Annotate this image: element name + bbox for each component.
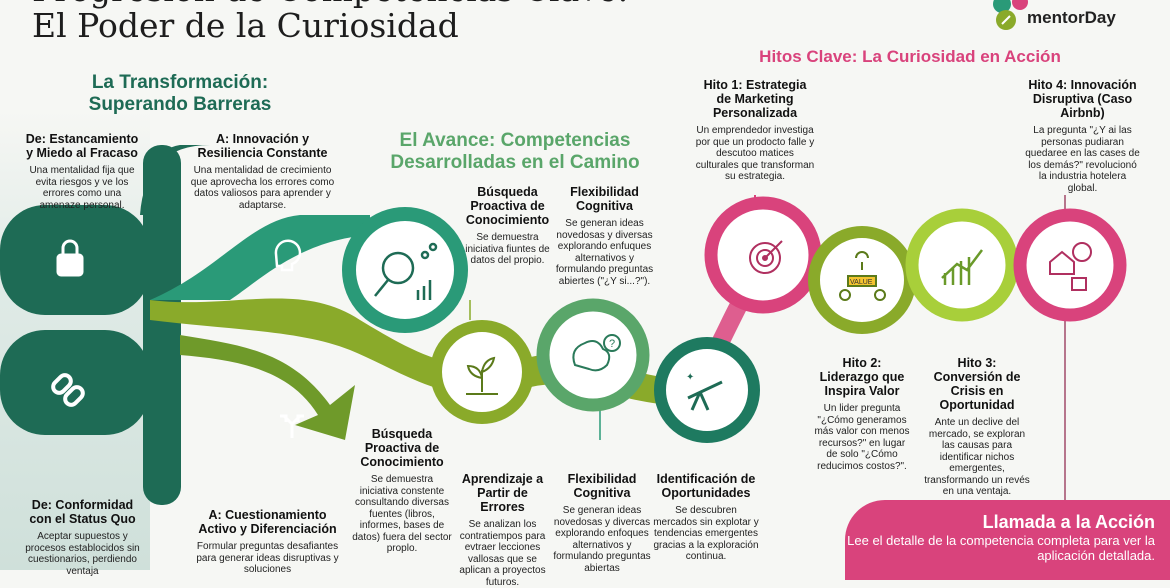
ring-knowledge [342, 207, 468, 333]
milestone-1: Hito 1: Estrategia de Marketing Personal… [695, 78, 815, 183]
to-questioning: A: Cuestionamiento Activo y Diferenciaci… [195, 508, 340, 576]
item-title: A: Innovación y Resiliencia Constante [197, 132, 328, 160]
brain-head-icon [274, 239, 302, 272]
advance-bottom-knowledge: Búsqueda Proactiva de Conocimiento Se de… [352, 427, 452, 555]
item-text: Un emprendedor investiga por que un prod… [695, 125, 815, 182]
logo-text: mentorDay [1027, 8, 1116, 27]
from-conformity: De: Conformidad con el Status Quo Acepta… [25, 498, 140, 577]
value-team-icon: VALUE [839, 251, 886, 301]
from-stagnation: De: Estancamiento y Miedo al Fracaso Una… [22, 132, 142, 211]
item-title: De: Conformidad con el Status Quo [29, 498, 136, 526]
cta-text: Lee el detalle de la competencia complet… [847, 533, 1155, 563]
item-title: Flexibilidad Cognitiva [567, 472, 637, 500]
item-title: Hito 1: Estrategia de Marketing Personal… [703, 78, 807, 120]
advance-heading: El Avance: Competencias Desarrolladas en… [390, 130, 640, 173]
brain-gears-icon: ? [572, 334, 621, 372]
ring-flexibility [536, 298, 650, 412]
item-text: Aceptar supuestos y procesos establocido… [25, 531, 140, 577]
item-title: A: Cuestionamiento Activo y Diferenciaci… [198, 508, 337, 536]
item-text: Se demuestra iniciativa fiuntes de datos… [465, 232, 550, 266]
title-line-2: El Poder de la Curiosidad [32, 6, 459, 45]
item-text: Se descubren mercados sin explotar y ten… [653, 505, 759, 562]
item-title: Aprendizaje a Partir de Errores [461, 472, 544, 514]
growth-chart-icon [941, 249, 983, 285]
sprout-icon [466, 356, 498, 395]
lock-icon [56, 239, 84, 277]
barrier-wall [143, 145, 181, 505]
item-text: Formular preguntas desafiantes para gene… [196, 541, 339, 575]
item-title: Flexibilidad Cognitiva [570, 185, 639, 213]
barrier-bar-bottom [0, 330, 150, 435]
advance-bottom-opportunities: Identificación de Oportunidades Se descu… [652, 472, 760, 563]
split-arrows-icon [280, 414, 304, 438]
item-text: Se generan ideas novedosas y diversas ex… [555, 218, 654, 287]
milestone-2: Hito 2: Liderazgo que Inspira Valor Un l… [812, 356, 912, 472]
chain-link-icon [51, 373, 85, 407]
advance-bottom-flexibility: Flexibilidad Cognitiva Se generan ideas … [552, 472, 652, 574]
flow-arrow-top [150, 215, 370, 300]
item-text: La pregunta "¿Y ai las personas pudiaran… [1025, 125, 1140, 194]
item-title: Hito 4: Innovación Disruptiva (Caso Airb… [1028, 78, 1137, 120]
item-title: Identificación de Oportunidades [656, 472, 756, 500]
item-text: Ante un declive del mercado, se exploran… [924, 417, 1030, 497]
item-title: Hito 3: Conversión de Crisis en Oportuni… [933, 356, 1021, 412]
advance-top-flexibility: Flexibilidad Cognitiva Se generan ideas … [552, 185, 657, 287]
svg-text:VALUE: VALUE [850, 279, 873, 286]
item-text: Se analizan los contratiempos para evtra… [459, 519, 546, 588]
telescope-icon: ✦ [686, 372, 723, 411]
milestones-heading: Hitos Clave: La Curiosidad en Acción [759, 47, 1061, 66]
item-title: De: Estancamiento y Miedo al Fracaso [25, 132, 139, 160]
advance-top-knowledge: Búsqueda Proactiva de Conocimiento Se de… [465, 185, 550, 267]
house-globe-icon [1049, 242, 1092, 291]
item-text: Una mentalidad fija que evita riesgos y … [29, 165, 135, 211]
ring-hito1 [704, 196, 822, 314]
item-text: Una mentalidad de crecimiento que aprove… [190, 165, 335, 211]
item-title: Búsqueda Proactiva de Conocimiento [465, 185, 550, 227]
cta-title: Llamada a la Acción [982, 512, 1155, 532]
transformation-heading: La Transformación: Superando Barreras [88, 72, 272, 115]
item-title: Búsqueda Proactiva de Conocimiento [360, 427, 444, 469]
milestone-4: Hito 4: Innovación Disruptiva (Caso Airb… [1025, 78, 1140, 194]
page-title: Progresión de Competencias Clave: El Pod… [32, 0, 629, 44]
title-line-1: Progresión de Competencias Clave: [32, 0, 629, 8]
item-text: Se demuestra iniciativa constente consul… [352, 474, 452, 554]
flow-arrow-bottom [180, 335, 355, 440]
item-text: Un lider pregunta "¿Cómo generamos más v… [814, 403, 910, 472]
flow-graphic: ? ✦ VALUE [0, 145, 1127, 505]
item-title: Hito 2: Liderazgo que Inspira Valor [819, 356, 905, 398]
magnifier-globe-chart-icon [374, 242, 438, 300]
ring-hito4 [1013, 208, 1127, 322]
svg-text:✦: ✦ [686, 372, 694, 383]
advance-bottom-errors: Aprendizaje a Partir de Errores Se anali… [455, 472, 550, 588]
logo: mentorDay [992, 0, 1116, 39]
target-icon [749, 240, 783, 274]
item-text: Se generan ideas novedosas y divercas ex… [553, 505, 651, 574]
svg-text:?: ? [609, 338, 615, 350]
milestone-3: Hito 3: Conversión de Crisis en Oportuni… [922, 356, 1032, 498]
call-to-action[interactable]: Llamada a la Acción Lee el detalle de la… [845, 500, 1170, 580]
to-innovation: A: Innovación y Resiliencia Constante Un… [190, 132, 335, 211]
